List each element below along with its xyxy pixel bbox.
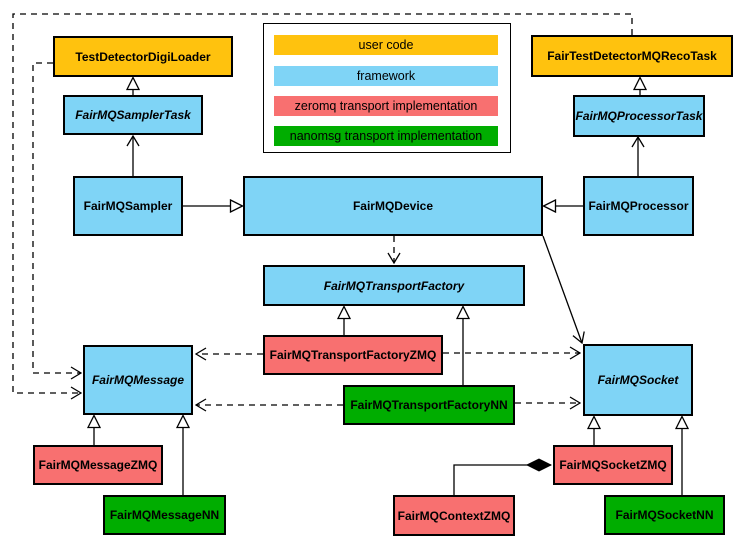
node-fair-mq-socket-nn: FairMQSocketNN: [604, 495, 725, 535]
node-fair-mq-processor-task: FairMQProcessorTask: [573, 95, 705, 137]
legend-label: zeromq transport implementation: [294, 99, 478, 113]
node-fair-mq-transport-factory-nn: FairMQTransportFactoryNN: [343, 385, 515, 425]
edge-recotask-message: [12, 13, 633, 393]
legend-item-nanomsg: nanomsg transport implementation: [274, 126, 498, 146]
node-fair-mq-socket: FairMQSocket: [583, 344, 693, 416]
legend-item-zeromq: zeromq transport implementation: [274, 96, 498, 116]
legend-item-framework: framework: [274, 66, 498, 86]
node-fair-mq-message: FairMQMessage: [83, 345, 193, 415]
edge-device-socket: [542, 235, 582, 343]
legend: user code framework zeromq transport imp…: [263, 23, 511, 153]
node-fair-mq-transport-factory-zmq: FairMQTransportFactoryZMQ: [263, 335, 443, 375]
node-fair-mq-sampler: FairMQSampler: [73, 176, 183, 236]
edge-contextzmq-socketzmq: [453, 465, 551, 495]
node-fair-mq-processor: FairMQProcessor: [583, 176, 694, 236]
edge-digiloader-message: [32, 62, 81, 373]
legend-label: framework: [356, 69, 416, 83]
legend-item-user-code: user code: [274, 35, 498, 55]
node-fair-mq-device: FairMQDevice: [243, 176, 543, 236]
node-fair-mq-sampler-task: FairMQSamplerTask: [63, 95, 203, 135]
node-fair-mq-transport-factory: FairMQTransportFactory: [263, 265, 525, 306]
legend-label: user code: [358, 38, 414, 52]
node-fair-mq-context-zmq: FairMQContextZMQ: [393, 495, 515, 536]
node-fair-mq-socket-zmq: FairMQSocketZMQ: [553, 445, 673, 485]
node-fair-mq-message-zmq: FairMQMessageZMQ: [33, 445, 163, 485]
legend-label: nanomsg transport implementation: [289, 129, 483, 143]
node-fair-mq-message-nn: FairMQMessageNN: [103, 495, 226, 535]
node-fair-test-detector-mq-reco-task: FairTestDetectorMQRecoTask: [531, 35, 733, 77]
node-test-detector-digi-loader: TestDetectorDigiLoader: [53, 36, 233, 77]
